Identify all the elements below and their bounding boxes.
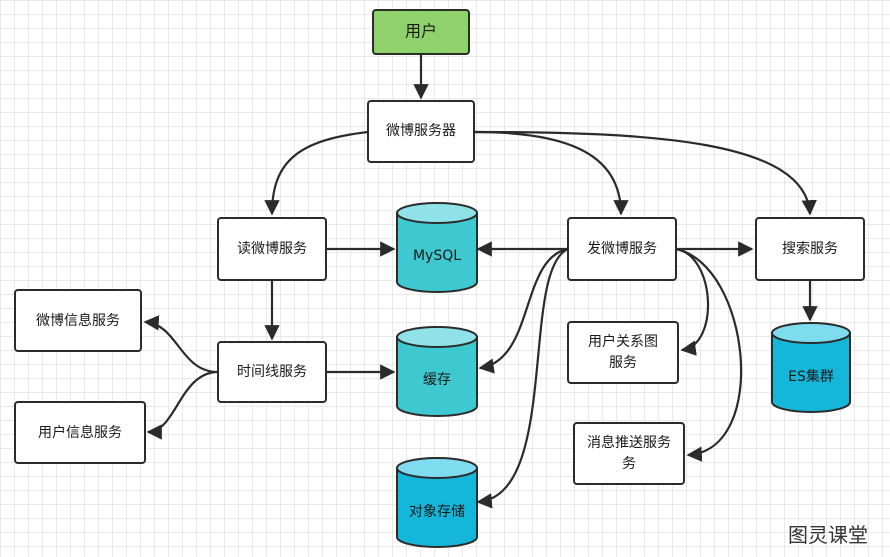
node-read-service: 读微博服务	[217, 217, 327, 281]
node-timeline-service: 时间线服务	[217, 341, 327, 403]
edge-server-to-search	[473, 130, 817, 216]
node-relation-graph-label-2: 服务	[609, 355, 637, 371]
node-relation-graph-label-1: 用户关系图	[588, 333, 658, 350]
node-user-info-service: 用户信息服务	[14, 401, 146, 464]
node-user: 用户	[372, 9, 470, 55]
node-search-service-label: 搜索服务	[782, 240, 838, 257]
edge-post-to-relation	[675, 247, 710, 356]
edge-post-to-push	[675, 247, 743, 462]
node-timeline-service-label: 时间线服务	[237, 364, 307, 380]
edge-server-to-read	[264, 130, 369, 216]
node-user-label: 用户	[405, 22, 437, 41]
edge-post-to-object-storage	[476, 247, 569, 509]
store-mysql-label: MySQL	[413, 248, 461, 264]
store-cache: 缓存	[396, 326, 478, 417]
node-push-service-label-1: 消息推送服务	[587, 434, 671, 451]
node-weibo-server-label: 微博服务器	[386, 122, 456, 139]
node-push-service-label-2: 务	[622, 456, 636, 472]
store-es-cluster: ES集群	[771, 322, 851, 413]
edge-server-to-post	[473, 130, 629, 216]
store-object-storage-label: 对象存储	[409, 504, 465, 520]
edge-post-to-cache	[478, 247, 569, 374]
node-read-service-label: 读微博服务	[237, 240, 307, 257]
node-weibo-info-service: 微博信息服务	[14, 289, 142, 352]
watermark-text: 图灵课堂	[788, 523, 868, 547]
node-push-service: 消息推送服务 务	[573, 422, 685, 485]
edge-timeline-to-userinfo	[146, 370, 219, 440]
edge-timeline-to-weiboinfo	[143, 315, 219, 374]
node-search-service: 搜索服务	[755, 217, 865, 281]
node-user-info-service-label: 用户信息服务	[38, 424, 122, 441]
edges	[143, 54, 818, 509]
node-relation-graph-service: 用户关系图 服务	[567, 321, 679, 384]
node-weibo-server: 微博服务器	[367, 100, 475, 163]
node-post-service: 发微博服务	[567, 217, 677, 281]
store-mysql: MySQL	[396, 202, 478, 293]
store-object-storage: 对象存储	[396, 457, 478, 548]
store-cache-label: 缓存	[423, 372, 451, 388]
store-es-cluster-label: ES集群	[788, 368, 834, 385]
node-post-service-label: 发微博服务	[587, 240, 657, 257]
node-weibo-info-service-label: 微博信息服务	[36, 312, 120, 329]
